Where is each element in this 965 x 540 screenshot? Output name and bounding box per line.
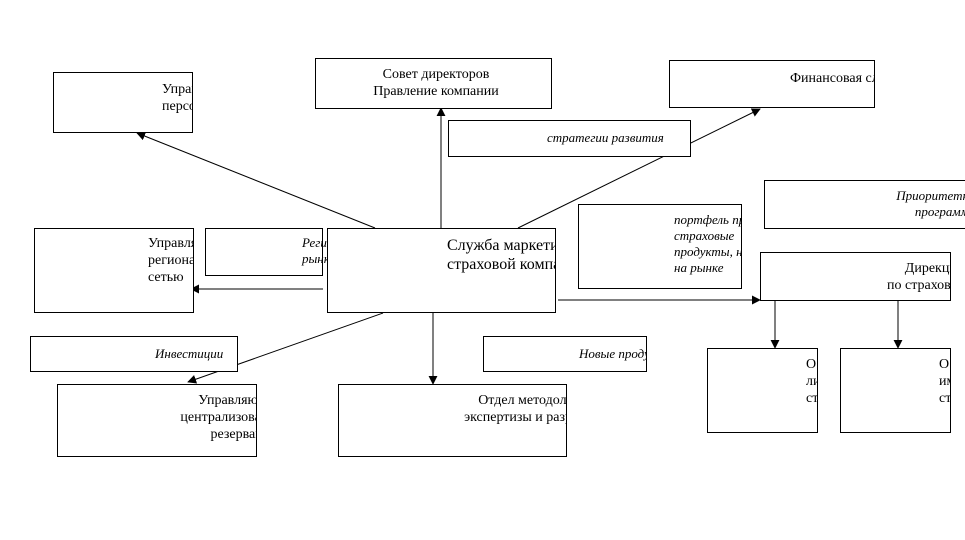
new-products-label: Новые продукты bbox=[579, 346, 646, 361]
directorate-box: Дирекци по страхова bbox=[760, 252, 951, 301]
priority-box: Приоритетн программ bbox=[764, 180, 965, 229]
hr-label: Управление персоналом bbox=[162, 82, 193, 114]
investments-label: Инвестиции bbox=[155, 346, 224, 361]
directorate-label: Дирекци по страхова bbox=[887, 261, 951, 293]
marketing-box: Служба маркети страховой компа bbox=[327, 228, 556, 313]
dept-right-label: О имущ страх bbox=[939, 357, 951, 406]
dept-left-box: О личн страх bbox=[707, 348, 818, 433]
methodology-label: Отдел методологии, экспертизы и разработ… bbox=[464, 393, 567, 425]
dept-left-label: О личн страх bbox=[806, 357, 818, 406]
reserves-label: Управляющий централизованными резервами bbox=[180, 393, 257, 442]
portfolio-box: портфель пр страховые продукты, нужные н… bbox=[578, 204, 742, 289]
portfolio-label: портфель пр страховые продукты, нужные н… bbox=[674, 212, 742, 275]
regional-mgmt-box: Управля региона сетью bbox=[34, 228, 194, 313]
priority-label: Приоритетн программ bbox=[896, 188, 965, 219]
marketing-label: Служба маркети страховой компа bbox=[447, 237, 556, 273]
finance-box: Финансовая служба bbox=[669, 60, 875, 108]
reserves-box: Управляющий централизованными резервами bbox=[57, 384, 257, 457]
arrow-to-finance bbox=[517, 108, 761, 229]
finance-label: Финансовая служба bbox=[790, 71, 874, 86]
board-label: Совет директоров Правление компании bbox=[373, 67, 499, 99]
dept-right-box: О имущ страх bbox=[840, 348, 951, 433]
regional-mgmt-label: Управля региона сетью bbox=[148, 236, 194, 285]
investments-box: Инвестиции bbox=[30, 336, 238, 372]
strategy-box: стратегии развития bbox=[448, 120, 691, 157]
arrow-to-hr bbox=[136, 131, 376, 229]
hr-box: Управление персоналом bbox=[53, 72, 193, 133]
strategy-label: стратегии развития bbox=[547, 130, 664, 145]
board-box: Совет директоров Правление компании bbox=[315, 58, 552, 109]
regional-markets-box: Региональные рынки bbox=[205, 228, 379, 276]
methodology-box: Отдел методологии, экспертизы и разработ… bbox=[338, 384, 567, 457]
new-products-box: Новые продукты bbox=[483, 336, 647, 372]
